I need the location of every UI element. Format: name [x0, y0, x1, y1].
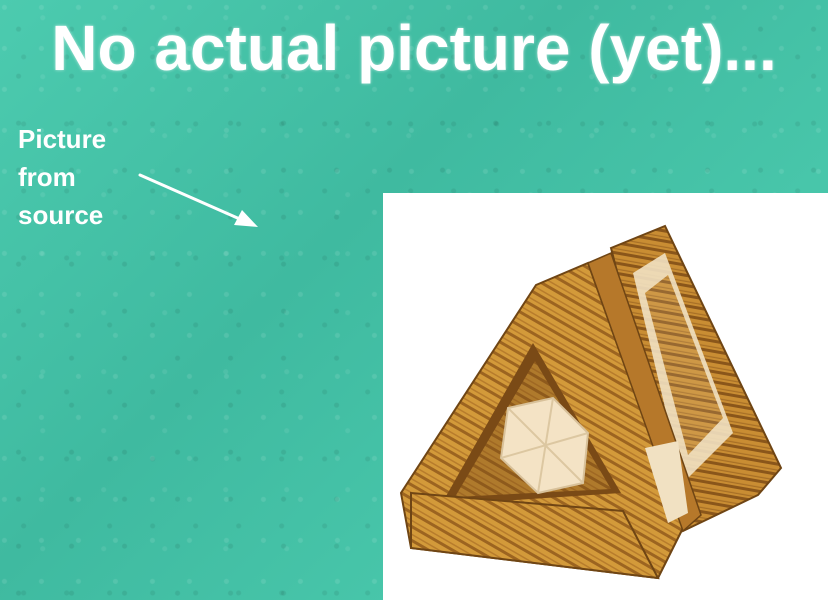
- wooden-triangle-puzzle-image: [399, 224, 783, 580]
- arrow-right-down-icon: [138, 173, 258, 227]
- caption-line-1: Picture: [18, 124, 107, 154]
- caption-line-2: from: [18, 162, 76, 192]
- caption-line-3: source: [18, 200, 104, 230]
- picture-caption: Picture from source: [18, 120, 106, 234]
- source-picture-panel: [383, 193, 828, 600]
- slide-title: No actual picture (yet)...: [51, 12, 777, 84]
